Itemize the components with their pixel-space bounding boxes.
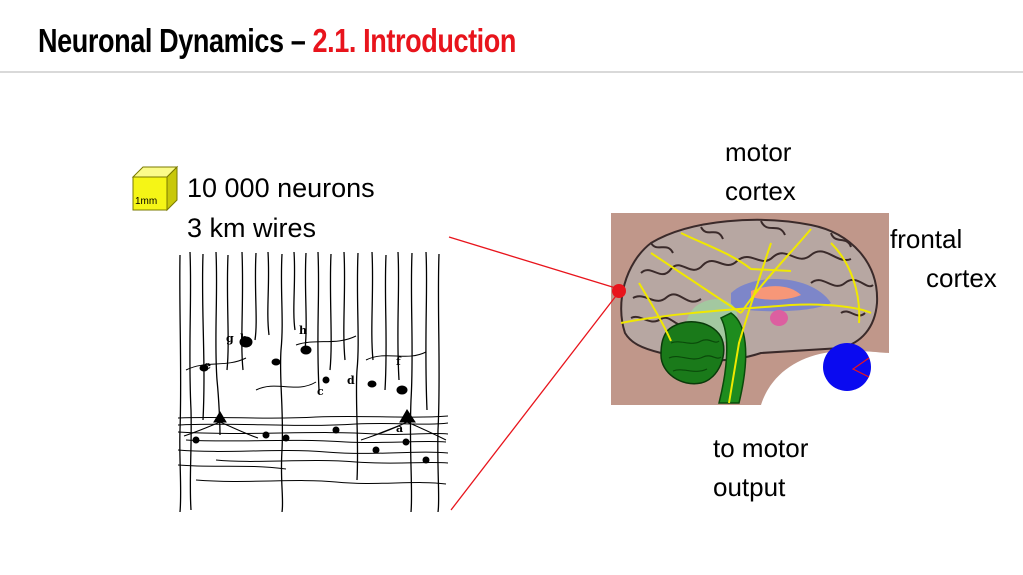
label-frontal-line1: frontal [890, 224, 963, 254]
label-output-line2: output [713, 472, 786, 502]
label-frontal-line2: cortex [926, 263, 997, 293]
cube-icon [131, 165, 179, 212]
title-main: Neuronal Dynamics – [38, 22, 313, 59]
cell-label-c: c [317, 385, 324, 398]
stat-wires: 3 km wires [187, 213, 317, 243]
cell-label-d: d [347, 374, 355, 387]
label-motor-output: to motor output [713, 429, 808, 507]
neuron-drawing: g b h e f d c a [177, 251, 448, 512]
cell-label-h: h [299, 324, 307, 337]
cell-label-a: a [396, 422, 403, 435]
label-frontal-cortex: frontal cortex [890, 220, 997, 298]
title-sub: 2.1. Introduction [312, 22, 517, 59]
label-output-line1: to motor [713, 433, 809, 463]
cell-label-f: f [396, 355, 402, 368]
cell-label-b: b [240, 332, 248, 345]
label-motor-line1: motor [725, 137, 792, 167]
brain-illustration [611, 213, 889, 405]
stat-neurons: 10 000 neurons [187, 173, 375, 203]
title-divider [0, 71, 1023, 73]
cell-label-g: g [226, 332, 234, 345]
label-motor-line2: cortex [725, 176, 796, 206]
cube-label: 1mm [135, 196, 158, 207]
cell-label-e: e [204, 359, 211, 372]
brain-location-marker [612, 284, 626, 298]
label-motor-cortex: motor cortex [725, 133, 796, 211]
page-title: Neuronal Dynamics – 2.1. Introduction [38, 22, 516, 60]
